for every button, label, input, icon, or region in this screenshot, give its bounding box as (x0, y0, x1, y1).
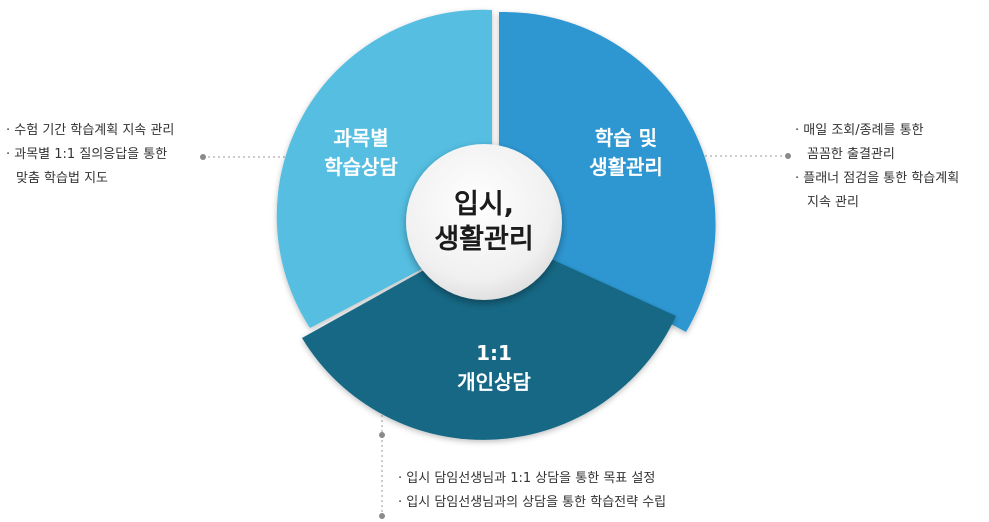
right-note: · 매일 조회/종례를 통한 꼼꼼한 출결관리 · 플래너 점검을 통한 학습계… (795, 119, 959, 215)
study-label-line1: 학습 및 (595, 126, 657, 150)
right-note-line-3: · 플래너 점검을 통한 학습계획 (795, 171, 960, 186)
bottom-connector-dot-top (379, 432, 385, 438)
left-note-line-3: 맞춤 학습법 지도 (16, 171, 108, 186)
right-note-line-1: · 매일 조회/종례를 통한 (795, 123, 924, 138)
bottom-connector-dot-bottom (379, 513, 385, 519)
left-note-line-1: · 수험 기간 학습계획 지속 관리 (6, 123, 175, 138)
study-label-line2: 생활관리 (589, 155, 663, 179)
bottom-note-line-2: · 입시 담임선생님과의 상담을 통한 학습전략 수립 (398, 495, 667, 510)
right-note-line-4: 지속 관리 (807, 195, 859, 210)
left-connector-dot (200, 154, 206, 160)
center-label-line1: 입시, (454, 189, 514, 220)
personal-label-line1: 1:1 (476, 341, 512, 365)
left-note: · 수험 기간 학습계획 지속 관리 · 과목별 1:1 질의응답을 통한 맞춤… (6, 119, 174, 191)
bottom-note-line-1: · 입시 담임선생님과 1:1 상담을 통한 목표 설정 (398, 471, 656, 486)
bottom-note: · 입시 담임선생님과 1:1 상담을 통한 목표 설정 · 입시 담임선생님과… (398, 467, 666, 515)
center-circle (406, 144, 562, 300)
segment-personal-counseling (302, 232, 676, 440)
left-note-line-2: · 과목별 1:1 질의응답을 통한 (6, 147, 168, 162)
personal-label-line2: 개인상담 (457, 370, 531, 394)
right-note-line-2: 꼼꼼한 출결관리 (807, 147, 895, 162)
center-label-line2: 생활관리 (434, 224, 533, 255)
subject-label-line2: 학습상담 (324, 155, 398, 179)
subject-label-line1: 과목별 (333, 126, 388, 150)
right-connector-dot (785, 153, 791, 159)
